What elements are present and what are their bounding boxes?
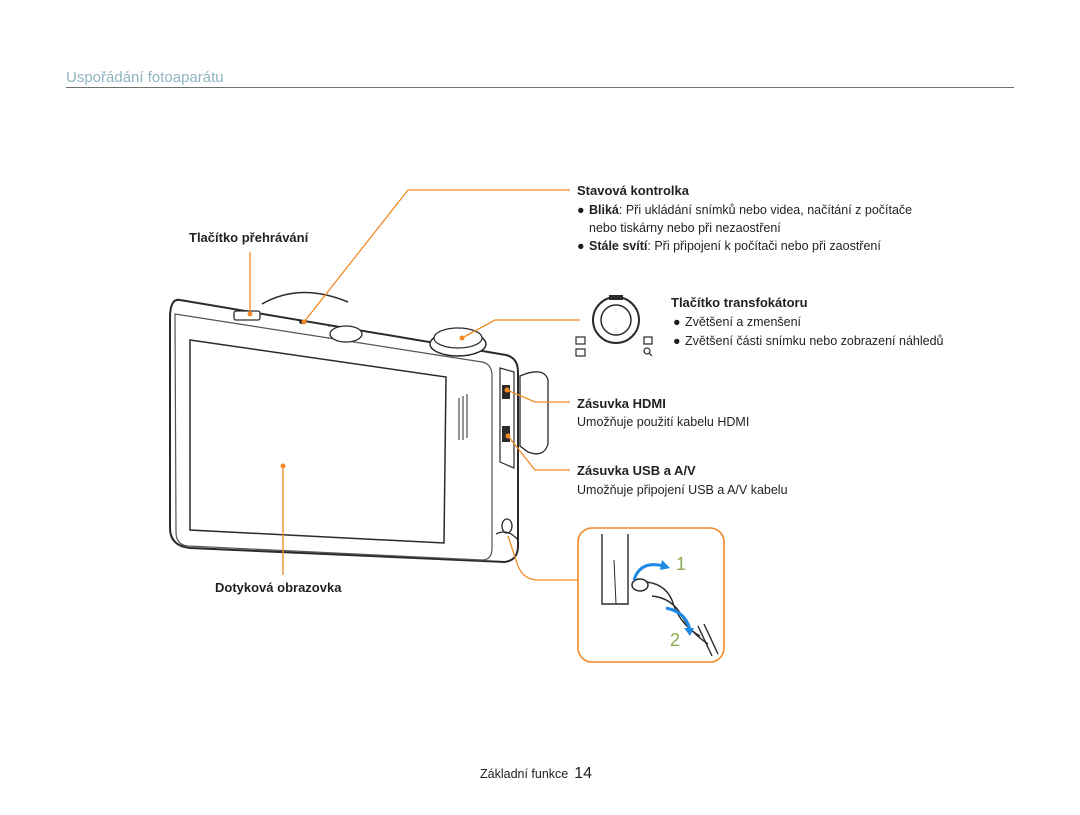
status-lamp-text-steady: : Při připojení k počítači nebo při zaos…	[647, 239, 881, 253]
zoom-button-item-thumbnail: ●Zvětšení části snímku nebo zobrazení ná…	[673, 334, 944, 348]
strap-leader	[507, 535, 580, 581]
status-lamp-item-blink: ●Bliká: Při ukládání snímků nebo videa, …	[577, 203, 913, 217]
step-2-arrow	[665, 606, 692, 631]
hdmi-port-title: Zásuvka HDMI	[577, 396, 666, 411]
usb-av-leader	[507, 435, 570, 471]
callout-dots	[247, 311, 511, 469]
page-number: 14	[574, 765, 593, 782]
status-lamp-term-blink: Bliká	[589, 203, 619, 217]
hdmi-leader	[506, 389, 570, 403]
usb-av-port-title: Zásuvka USB a A/V	[577, 463, 696, 478]
zoom-button-illustration	[575, 295, 653, 357]
status-lamp-text-blink: : Při ukládání snímků nebo videa, načítá…	[618, 203, 913, 217]
page-footer: Základní funkce 14	[480, 765, 592, 783]
touch-screen-title: Dotyková obrazovka	[215, 580, 342, 595]
status-lamp-title: Stavová kontrolka	[577, 183, 689, 198]
status-lamp-item-steady: ●Stále svítí: Při připojení k počítači n…	[577, 239, 881, 253]
hdmi-port-description: Umožňuje použití kabelu HDMI	[577, 415, 750, 429]
status-lamp-item-blink-cont: nebo tiskárny nebo při nezaostření	[589, 221, 781, 235]
zoom-button-text-thumbnail: Zvětšení části snímku nebo zobrazení náh…	[685, 334, 944, 348]
callout-lines	[249, 189, 580, 581]
usb-av-port-description: Umožňuje připojení USB a A/V kabelu	[577, 483, 788, 497]
step-1-number: 1	[676, 554, 686, 574]
strap-inset: 1 2	[577, 527, 725, 663]
status-lamp-leader	[303, 189, 570, 323]
step-1-arrow	[632, 563, 665, 581]
step-2-number: 2	[670, 630, 680, 650]
zoom-button-text-zoom: Zvětšení a zmenšení	[685, 315, 802, 329]
section-title: Uspořádání fotoaparátu	[66, 69, 224, 86]
footer-section-label: Základní funkce	[480, 767, 569, 781]
camera-illustration	[169, 291, 549, 564]
zoom-button-title: Tlačítko transfokátoru	[671, 295, 808, 310]
status-lamp-term-steady: Stále svítí	[589, 239, 648, 253]
playback-button-title: Tlačítko přehrávání	[189, 230, 309, 245]
zoom-button-item-zoom: ●Zvětšení a zmenšení	[673, 315, 802, 329]
title-rule	[66, 87, 1014, 88]
zoom-leader	[461, 319, 580, 339]
